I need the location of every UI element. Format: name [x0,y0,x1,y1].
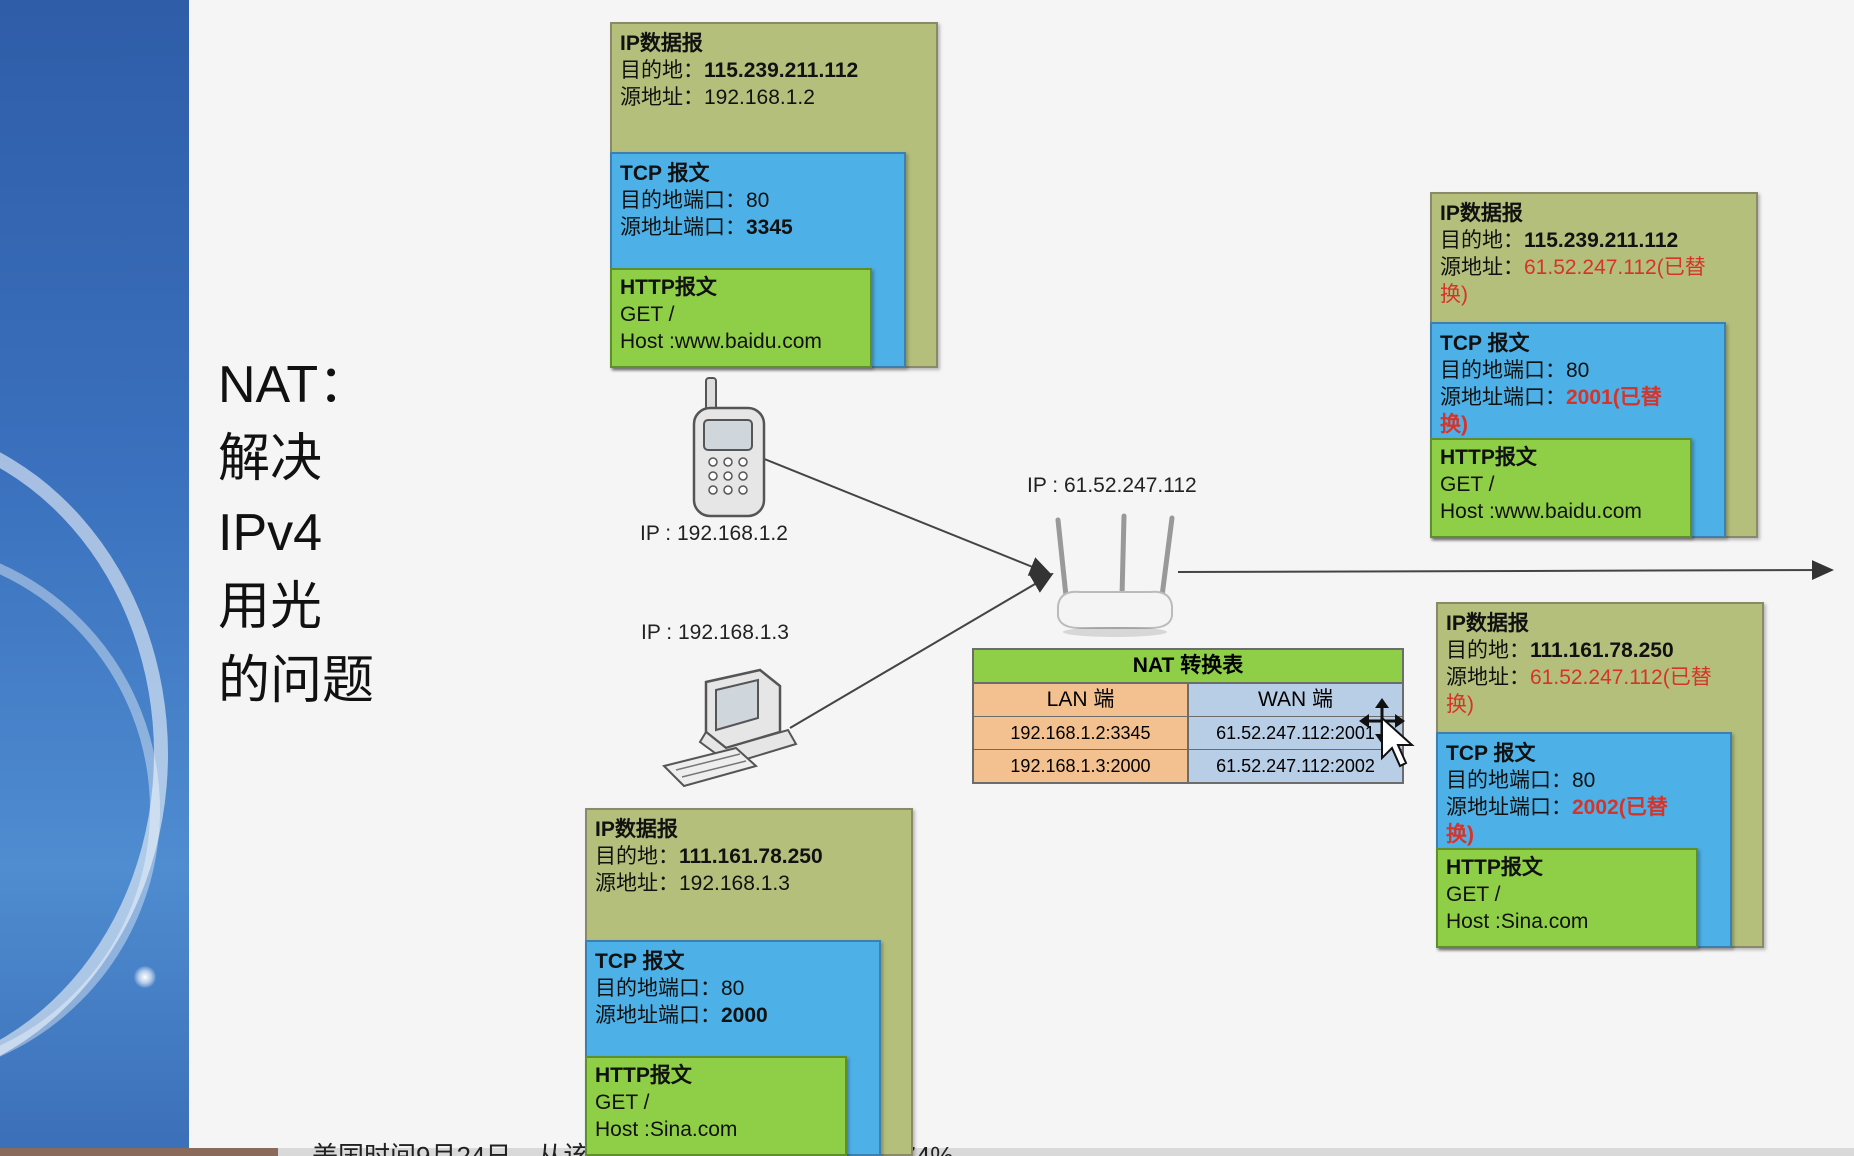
nat-table-header-row: LAN 端 WAN 端 [974,684,1402,717]
sport-label: 源地址端口： [620,216,746,239]
dport-label: 目的地端口： [620,189,746,212]
src-label: 源地址： [1440,256,1524,279]
http-header: HTTP报文 [1440,446,1537,469]
tcp-header: TCP 报文 [620,162,710,185]
dport: 80 [1572,769,1596,792]
src-label: 源地址： [595,872,679,895]
sport-label: 源地址端口： [595,1004,721,1027]
title-line: NAT： [218,356,371,414]
http-message-box: HTTP报文 GET / Host :Sina.com [1436,848,1698,948]
nat-table-title: NAT 转换表 [974,650,1402,684]
cell-phone-icon [692,377,766,518]
lan-column-header: LAN 端 [974,684,1189,716]
http-line: GET / [1446,883,1501,906]
dst-label: 目的地： [620,59,704,82]
http-header: HTTP报文 [1446,856,1543,879]
http-message-box: HTTP报文 GET / Host :www.baidu.com [610,268,872,368]
pc-to-router-line [789,572,1054,729]
dst-label: 目的地： [1446,639,1530,662]
ip-header: IP数据报 [595,818,678,841]
pc-ip-label: IP : 192.168.1.3 [641,621,789,644]
ip-header: IP数据报 [1446,612,1529,635]
router-to-internet-line [1177,560,1834,581]
slide-side-decoration [0,0,189,1156]
http-message-box: HTTP报文 GET / Host :Sina.com [585,1056,847,1156]
dst-address: 115.239.211.112 [704,59,859,82]
wan-cell: 61.52.247.112:2002 [1189,750,1402,782]
lan-cell: 192.168.1.3:2000 [974,750,1189,782]
http-line: GET / [595,1091,650,1114]
src-address: 192.168.1.2 [704,86,815,109]
tcp-header: TCP 报文 [1446,742,1536,765]
src-address: 192.168.1.3 [679,872,790,895]
slide-canvas [189,0,1854,1148]
dport-label: 目的地端口： [1440,359,1566,382]
title-line: 的问题 [218,652,375,710]
dport-label: 目的地端口： [1446,769,1572,792]
dport: 80 [1566,359,1590,382]
title-line: 用光 [218,578,323,636]
ip-header: IP数据报 [1440,202,1523,225]
wireless-router-icon [1055,513,1175,637]
http-message-box: HTTP报文 GET / Host :www.baidu.com [1430,438,1692,538]
nat-table-row: 192.168.1.3:2000 61.52.247.112:2002 [974,750,1402,782]
src-address-replaced-cont: 换) [1446,693,1474,716]
tcp-header: TCP 报文 [1440,332,1530,355]
sport: 2000 [721,1004,768,1027]
title-line: 解决 [218,430,323,488]
http-line: GET / [620,303,675,326]
dport: 80 [721,977,745,1000]
http-line: Host :Sina.com [595,1118,738,1141]
sport-replaced-cont: 换) [1446,823,1474,846]
bottom-strip [0,1148,1854,1156]
phone-ip-label: IP : 192.168.1.2 [640,522,788,545]
dst-address: 111.161.78.250 [1530,639,1674,662]
decorative-glow [134,966,156,988]
move-cursor-icon [1359,698,1415,768]
http-line: Host :www.baidu.com [620,330,822,353]
nat-translation-table: NAT 转换表 LAN 端 WAN 端 192.168.1.2:3345 61.… [972,648,1404,784]
lan-cell: 192.168.1.2:3345 [974,717,1189,749]
desktop-computer-icon [662,668,798,788]
sport-label: 源地址端口： [1446,796,1572,819]
slide-title: NAT： 解决 IPv4 用光 的问题 [218,348,438,718]
title-line: IPv4 [218,504,323,562]
src-address-replaced: 61.52.247.112(已替 [1530,666,1712,689]
sport-replaced: 2001(已替 [1566,386,1662,409]
dport: 80 [746,189,770,212]
ip-header: IP数据报 [620,32,703,55]
router-ip-label: IP : 61.52.247.112 [1027,474,1197,497]
http-line: GET / [1440,473,1495,496]
src-address-replaced: 61.52.247.112(已替 [1524,256,1706,279]
http-line: Host :Sina.com [1446,910,1589,933]
http-header: HTTP报文 [620,276,717,299]
sport-replaced-cont: 换) [1440,413,1468,436]
sport: 3345 [746,216,793,239]
src-label: 源地址： [620,86,704,109]
wan-column-header: WAN 端 [1189,684,1402,716]
sport-label: 源地址端口： [1440,386,1566,409]
http-header: HTTP报文 [595,1064,692,1087]
src-address-replaced-cont: 换) [1440,283,1468,306]
phone-to-router-line [761,457,1052,576]
src-label: 源地址： [1446,666,1530,689]
dst-address: 115.239.211.112 [1524,229,1679,252]
dst-address: 111.161.78.250 [679,845,823,868]
dport-label: 目的地端口： [595,977,721,1000]
dst-label: 目的地： [1440,229,1524,252]
tcp-header: TCP 报文 [595,950,685,973]
sport-replaced: 2002(已替 [1572,796,1668,819]
http-line: Host :www.baidu.com [1440,500,1642,523]
dst-label: 目的地： [595,845,679,868]
